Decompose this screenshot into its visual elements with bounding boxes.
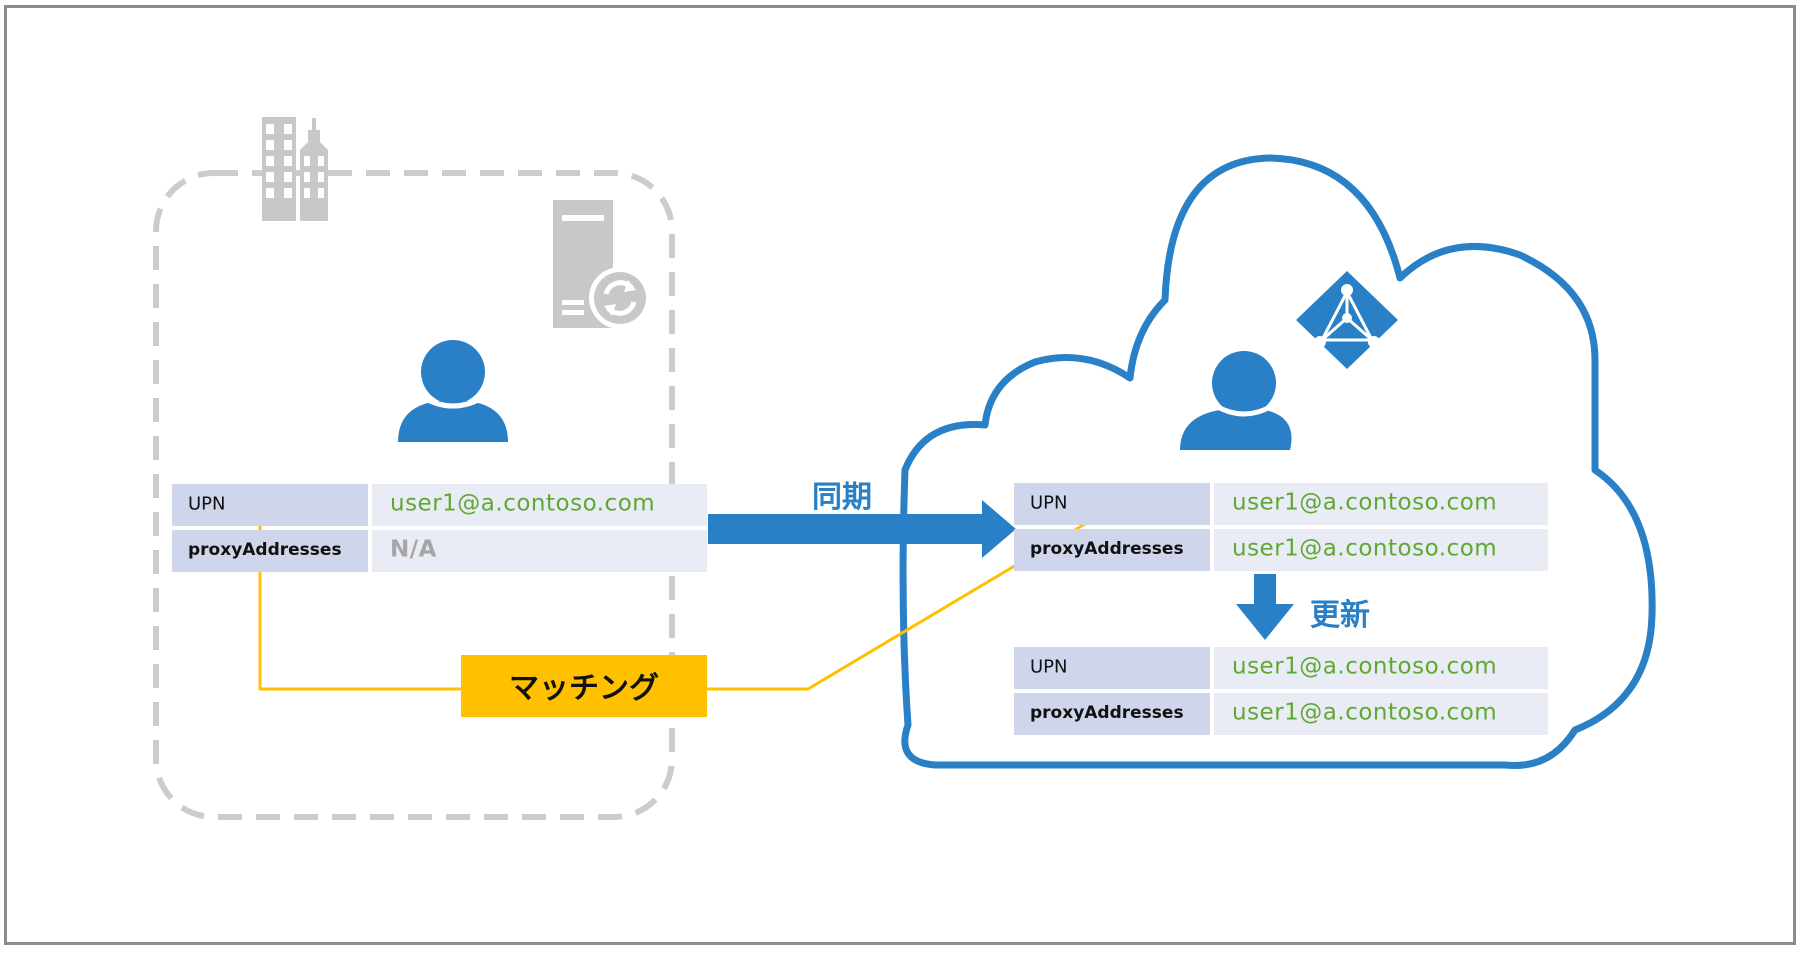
attr-value-upn: user1@a.contoso.com	[372, 484, 707, 526]
attr-label-upn: UPN	[1014, 483, 1210, 525]
azure-ad-icon	[1296, 271, 1398, 369]
sync-arrow	[708, 500, 1016, 558]
sync-server-icon	[553, 200, 651, 329]
building-icon	[262, 117, 328, 221]
update-arrow	[1236, 574, 1294, 640]
attr-value-upn: user1@a.contoso.com	[1214, 647, 1548, 689]
matching-label: マッチング	[509, 671, 659, 707]
cloud-icon	[899, 154, 1656, 770]
attr-label-upn: UPN	[172, 484, 368, 526]
attr-label-proxyaddresses: proxyAddresses	[1014, 693, 1210, 735]
diagram-frame	[4, 5, 1796, 945]
attr-value-proxyaddresses: user1@a.contoso.com	[1214, 693, 1548, 735]
attr-value-upn: user1@a.contoso.com	[1214, 483, 1548, 525]
matching-label-box: マッチング	[461, 655, 707, 717]
update-label: 更新	[1310, 598, 1370, 633]
sync-label: 同期	[812, 480, 872, 515]
attr-label-proxyaddresses: proxyAddresses	[172, 530, 368, 572]
on-premises-boundary	[153, 170, 675, 820]
attr-value-proxyaddresses: user1@a.contoso.com	[1214, 529, 1548, 571]
attr-label-proxyaddresses: proxyAddresses	[1014, 529, 1210, 571]
user-icon	[1180, 351, 1292, 450]
user-icon	[398, 340, 508, 442]
attr-value-proxyaddresses: N/A	[372, 530, 707, 572]
attr-label-upn: UPN	[1014, 647, 1210, 689]
